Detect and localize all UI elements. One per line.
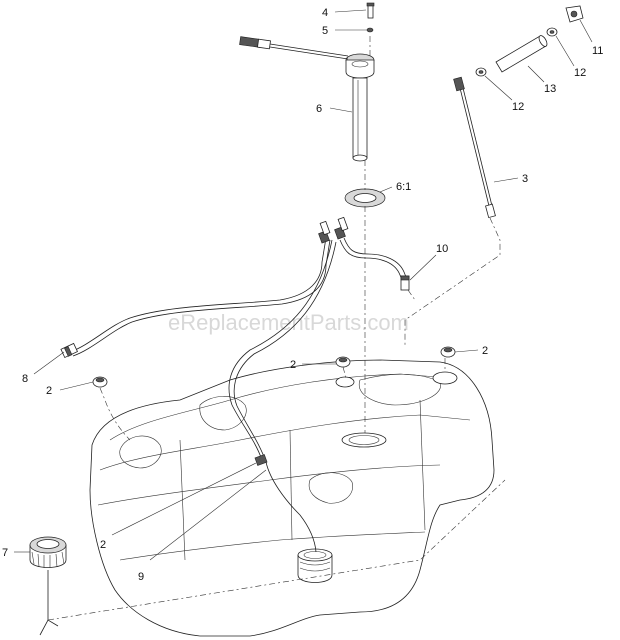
assembly-lines — [47, 36, 506, 621]
callout-6-1: 6:1 — [396, 181, 411, 193]
rod-3 — [453, 76, 496, 219]
fuel-cap-7 — [29, 536, 67, 636]
screw-4 — [366, 2, 375, 19]
fuel-tank — [89, 359, 495, 637]
clamp-12-lower — [475, 67, 487, 77]
vent-valve-11 — [565, 5, 584, 23]
grommet-2-center — [335, 356, 351, 368]
callout-12-lower: 12 — [512, 101, 524, 113]
leader-lines — [14, 9, 593, 561]
callout-2-bottom: 9 — [138, 571, 144, 583]
callout-3: 3 — [522, 173, 528, 185]
callout-10: 10 — [436, 243, 448, 255]
callout-7: 7 — [2, 547, 8, 559]
vent-hose-13 — [495, 35, 548, 73]
callout-4: 4 — [322, 7, 328, 19]
fuel-hoses — [69, 216, 409, 553]
hose-connector-8 — [60, 342, 78, 359]
fuel-sender-6 — [239, 36, 375, 162]
gasket-6-1 — [344, 188, 386, 208]
callout-13: 13 — [544, 83, 556, 95]
grommet-2-left — [92, 376, 108, 388]
callout-9: 2 — [100, 539, 106, 551]
check-valve-10 — [400, 275, 410, 291]
callout-2-center: 2 — [290, 359, 296, 371]
clamp-12-upper — [546, 27, 558, 37]
callout-12-upper: 12 — [574, 67, 586, 79]
grommet-2-right — [440, 346, 456, 358]
callout-5: 5 — [322, 25, 328, 37]
callout-2-left: 2 — [46, 385, 52, 397]
callout-labels: 4 5 6 6:1 3 10 11 12 12 13 8 2 2 2 2 9 7 — [2, 7, 603, 583]
callout-8: 8 — [22, 373, 28, 385]
callout-11: 11 — [592, 45, 603, 57]
washer-5 — [366, 27, 374, 33]
callout-6: 6 — [316, 103, 322, 115]
callout-2-right: 2 — [482, 345, 488, 357]
clamp-9 — [254, 454, 268, 466]
